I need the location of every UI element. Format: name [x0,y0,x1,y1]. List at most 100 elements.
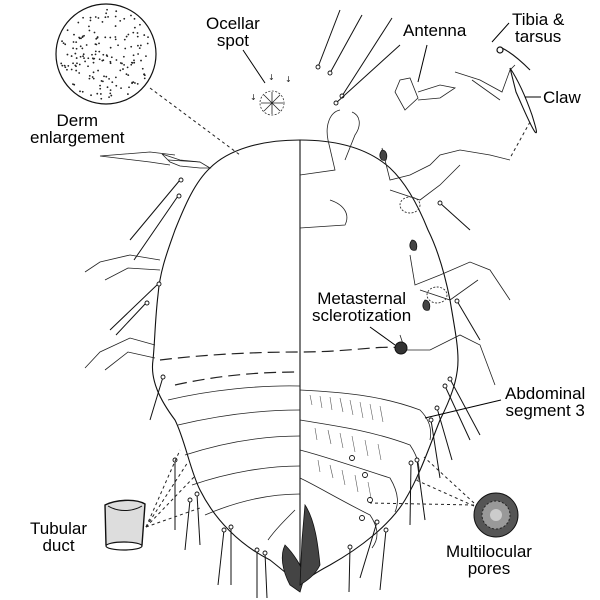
derm-pore-dot [87,65,89,68]
derm-pore-dot [99,87,102,90]
derm-pore-dot [103,75,105,78]
derm-pore-dot [125,73,128,76]
label-line: sclerotization [312,306,412,325]
derm-pore-dot [79,55,82,58]
derm-pore-dot [125,35,128,38]
derm-pore-dot [101,59,104,62]
derm-pore-dot [130,14,132,17]
derm-pore-dot [72,62,74,65]
derm-pore-dot [70,68,73,71]
derm-pore-dot [94,53,97,56]
derm-pore-dot [122,55,125,58]
derm-pore-dot [89,16,92,19]
derm-pore-dot [115,59,118,61]
multilocular-pore-inset [369,456,519,538]
derm-pore-dot [137,44,139,47]
label-line: pores [467,559,511,578]
derm-pore-dot [138,47,141,50]
label-line: Derm [56,111,99,130]
derm-pore-dot [66,29,69,32]
derm-pore-dot [104,36,107,39]
label-line: duct [42,536,75,555]
derm-pore-dot [90,94,92,97]
tibia-tarsus-leader [491,22,510,43]
derm-pore-dot [91,76,94,78]
derm-pore-dot [78,72,81,74]
derm-pore-dot [105,12,108,15]
derm-pore-dot [145,55,147,58]
ocellar-spot [259,90,285,116]
derm-pore-dot [92,57,95,60]
claw-shape [509,67,537,134]
label-claw: Claw [543,89,581,106]
derm-pore-dot [67,64,70,67]
derm-pore-dot [105,75,108,78]
derm-pore-dot [64,43,67,46]
label-line: Metasternal [317,289,407,308]
derm-pore-dot [109,92,112,95]
label-line: spot [216,31,249,50]
derm-pore-dot [80,37,82,40]
right-midleg [409,254,511,301]
derm-pore-dot [88,77,91,80]
derm-pore-dot [134,82,136,84]
thorax-abdomen-boundary [159,346,401,361]
derm-pore-dot [115,10,118,13]
derm-pore-dot [110,94,113,97]
left-hindleg [84,337,156,369]
derm-pore-dot [119,19,122,22]
leader-lines [242,22,541,419]
derm-pore-dot [136,83,139,85]
derm-pore-dot [82,55,84,58]
label-tubular-duct: Tubular duct [30,520,87,554]
derm-pore-dot [122,68,124,70]
label-line: Ocellar [206,14,260,33]
derm-pore-dot [82,16,84,19]
derm-pore-dot [108,96,110,99]
tubular-duct-inset [104,449,201,551]
derm-pore-dot [137,53,140,55]
derm-pore-dot [143,77,146,80]
derm-pore-dot [127,74,130,76]
derm-pore-dot [72,47,74,50]
left-midleg [84,254,161,273]
derm-pore-dot [127,33,130,36]
derm-pore-dot [75,69,78,72]
derm-pore-dot [75,57,78,59]
label-line: Abdominal [505,384,586,403]
derm-pore-dot [74,52,77,55]
derm-pore-dot [119,69,122,72]
left-appendages: ↓ ↓ ↓ [84,73,292,599]
label-derm-enlargement: Derm enlargement [30,112,125,146]
svg-text:↓: ↓ [250,93,257,102]
label-line: Multilocular [446,542,532,561]
label-antenna: Antenna [403,22,466,39]
derm-pore-dot [70,55,73,57]
derm-pore-dot [108,77,110,80]
derm-enlargement-inset [55,3,241,156]
derm-pore-dot [84,60,86,63]
derm-pore-dot [96,36,99,38]
derm-pore-dot [78,36,81,39]
coxal-pore-cluster [399,196,421,214]
derm-pore-dot [140,59,142,62]
metasternal-sclerotization-mark [394,341,408,355]
label-multilocular-pores: Multilocular pores [446,543,532,577]
label-tibia-tarsus: Tibia & tarsus [512,11,564,45]
derm-pore-dot [88,74,91,77]
derm-pore-dot [76,62,78,65]
derm-pore-dot [133,17,136,20]
derm-pore-dot [143,73,146,76]
derm-pore-dot [109,60,112,63]
derm-pore-dot [93,31,96,34]
derm-pore-dot [101,80,104,83]
derm-pore-dot [88,25,90,28]
derm-pore-dot [111,81,114,84]
derm-pore-dot [126,66,129,69]
derm-pore-dot [114,76,117,79]
tibia-tarsus-claw-inset [454,46,537,159]
derm-pore-dot [81,36,84,39]
derm-pore-dot [64,66,67,69]
derm-pore-dot [72,41,75,43]
derm-pore-dot [109,46,112,49]
